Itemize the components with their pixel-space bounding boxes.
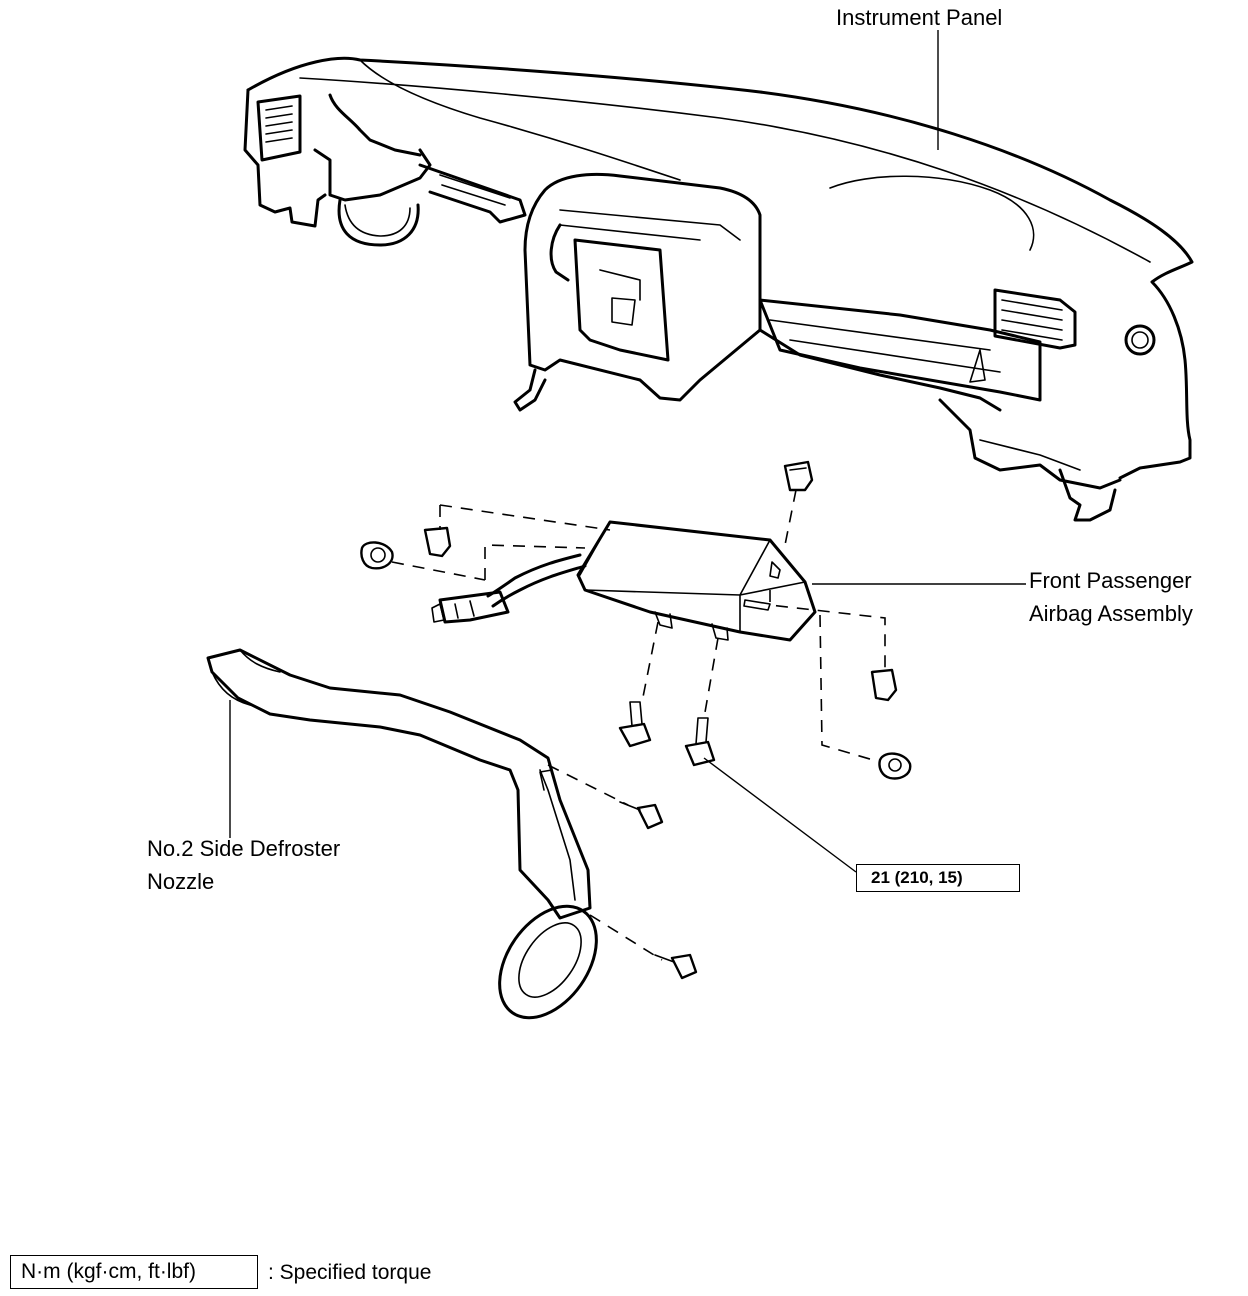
airbag-assembly-label-line2: Airbag Assembly (1029, 601, 1193, 626)
torque-spec-box: 21 (210, 15) (856, 864, 1020, 892)
defroster-nozzle-drawing (206, 648, 598, 1020)
airbag-assembly-label-line1: Front Passenger (1029, 568, 1192, 593)
fasteners (360, 460, 912, 980)
leader-lines (229, 30, 1026, 873)
airbag-assembly-drawing (431, 520, 817, 642)
instrument-panel-drawing (243, 56, 1194, 522)
alignment-lines (391, 489, 886, 961)
defroster-nozzle-label-line2: Nozzle (147, 869, 215, 894)
torque-legend-description: : Specified torque (268, 1261, 432, 1284)
defroster-nozzle-label-line1: No.2 Side Defroster (147, 836, 341, 861)
torque-units-legend: N·m (kgf·cm, ft·lbf) (10, 1255, 258, 1289)
instrument-panel-label: Instrument Panel (836, 5, 1003, 30)
